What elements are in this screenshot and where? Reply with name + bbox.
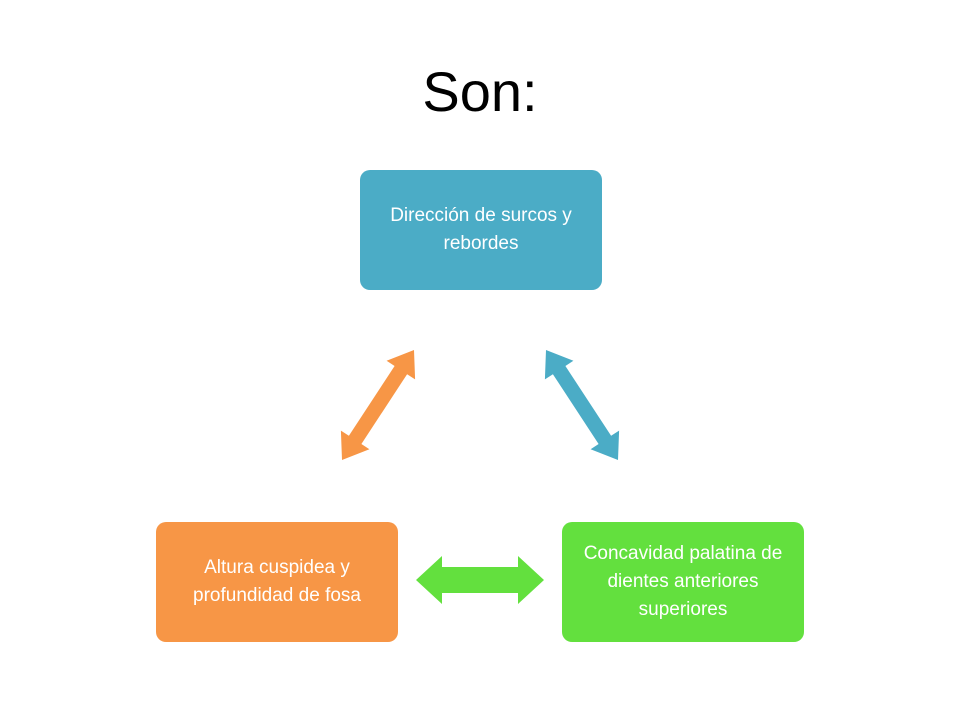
- slide-title: Son:: [422, 60, 538, 123]
- node-left-label: Altura cuspidea y profundidad de fosa: [193, 557, 361, 606]
- node-left-box: Altura cuspidea y profundidad de fosa: [156, 522, 398, 642]
- node-top-label: Dirección de surcos y rebordes: [390, 205, 572, 254]
- double-arrow-left-top: [340, 350, 416, 460]
- node-right-box: Concavidad palatina de dientes anteriore…: [562, 522, 804, 642]
- double-arrow-top-right: [544, 350, 620, 460]
- double-arrow-left-right: [416, 556, 544, 604]
- node-top-box: Dirección de surcos y rebordes: [360, 170, 602, 290]
- node-right-label: Concavidad palatina de dientes anteriore…: [583, 543, 783, 620]
